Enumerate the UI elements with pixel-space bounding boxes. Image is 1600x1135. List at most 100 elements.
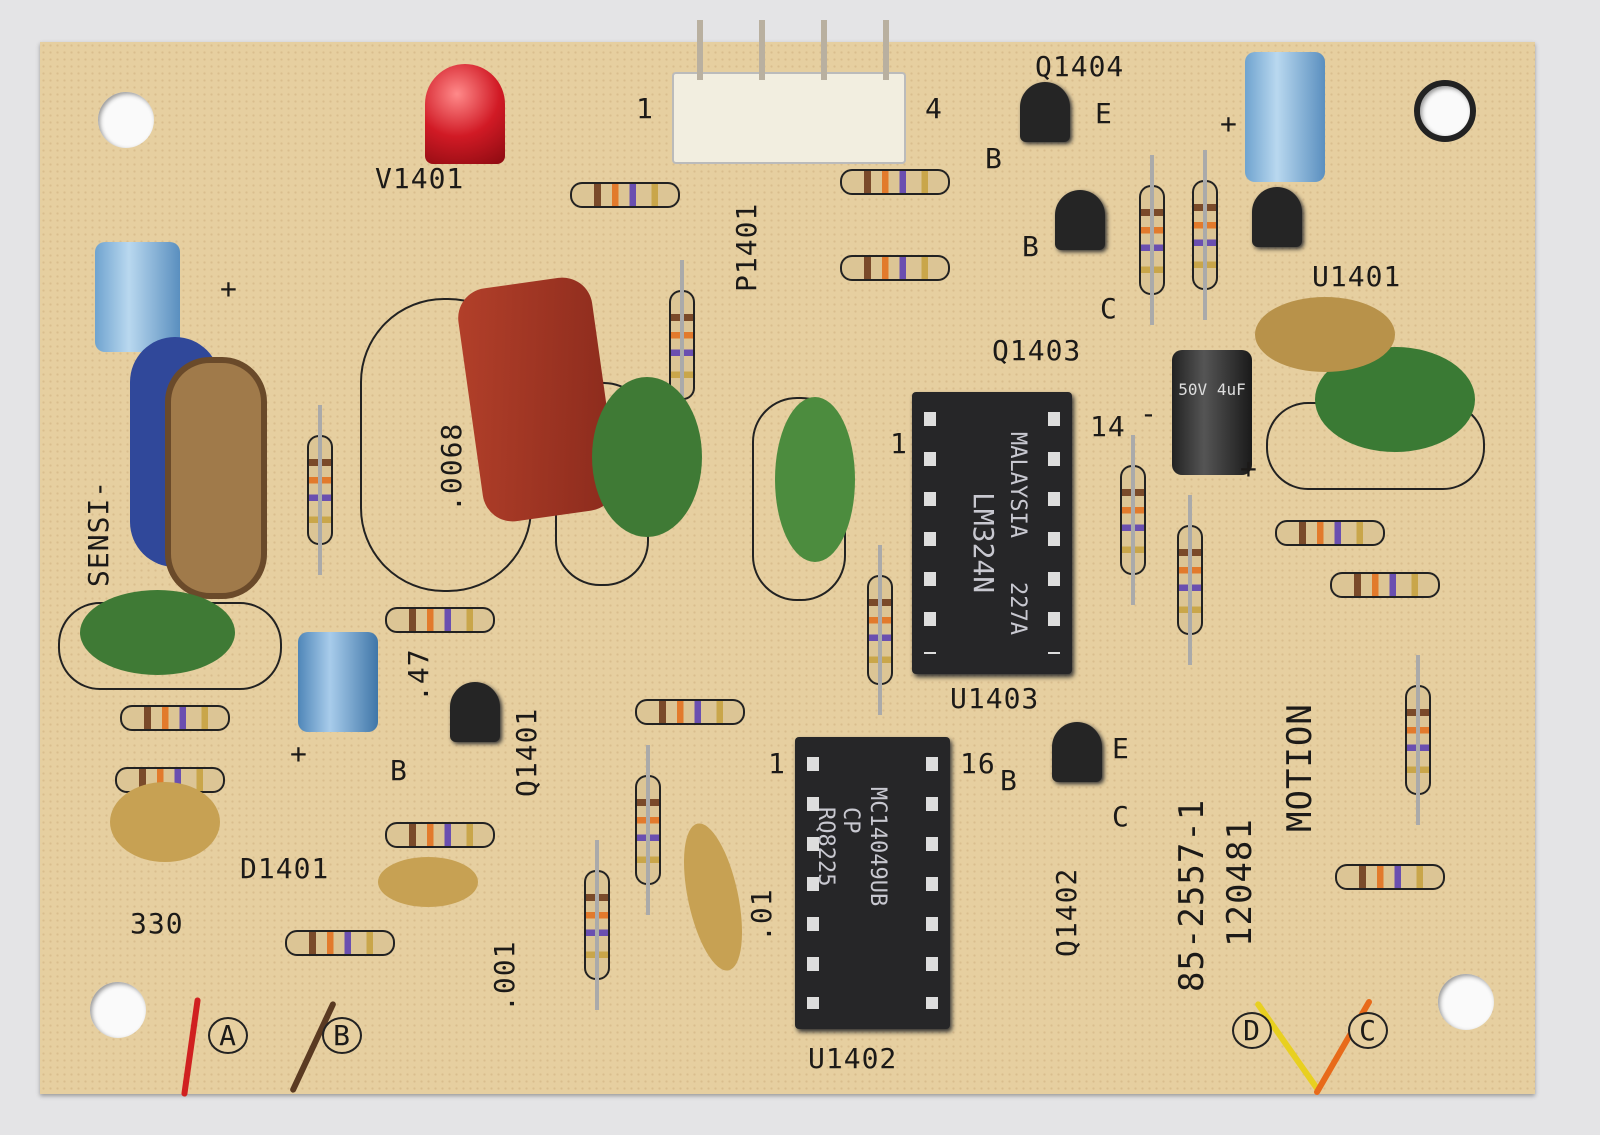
ic-mc14049ub: MC14049UB CP RQ8225: [795, 737, 950, 1029]
resistor: [255, 930, 425, 956]
transistor-q1404: [1020, 82, 1070, 142]
ceramic-capacitor: [80, 590, 235, 675]
resistor: [1245, 520, 1415, 546]
ic-pins: [924, 412, 936, 654]
label-part-number: 85-2557-1: [1172, 798, 1212, 992]
polarity-label: +: [220, 272, 238, 305]
label-q1404: Q1404: [1035, 50, 1125, 83]
resistor: [1139, 185, 1165, 295]
pin-label: 16: [960, 747, 996, 780]
resistor: [355, 607, 525, 633]
electrolytic-capacitor: [298, 632, 378, 732]
label-cap-0068: .0068: [435, 422, 468, 512]
label-motion: MOTION: [1280, 703, 1320, 832]
label-cap-01: .01: [745, 888, 778, 942]
chip-code: 227A: [1005, 582, 1030, 635]
resistor: [307, 435, 333, 545]
polarity-label: -: [1140, 397, 1158, 430]
transistor-q1402: [1052, 722, 1102, 782]
yellow-wire: [1253, 1000, 1323, 1094]
label-u1402: U1402: [808, 1042, 898, 1075]
polarity-label: +: [290, 737, 308, 770]
resistor: [867, 575, 893, 685]
mounting-hole: [1438, 974, 1494, 1030]
ceramic-capacitor: [672, 818, 754, 976]
ceramic-capacitor: [775, 397, 855, 562]
resistor: [669, 290, 695, 400]
label-q1403: Q1403: [992, 334, 1082, 367]
resistor: [1405, 685, 1431, 795]
resistor: [1177, 525, 1203, 635]
pin-c-label: C: [1100, 292, 1118, 325]
resistor: [540, 182, 710, 208]
resistor: [1305, 864, 1475, 890]
terminal-d-label: D: [1232, 1012, 1272, 1049]
resistor: [355, 822, 525, 848]
resistor: [605, 699, 775, 725]
ic-pins: [926, 757, 938, 1009]
label-d1401: D1401: [240, 852, 330, 885]
label-sensitivity: SENSI-: [82, 479, 115, 587]
mounting-hole: [1414, 80, 1476, 142]
ceramic-capacitor: [378, 857, 478, 907]
pin-label: 1: [768, 747, 786, 780]
resistor: [1300, 572, 1470, 598]
resistor: [1192, 180, 1218, 290]
pin-label: 14: [1090, 410, 1126, 443]
resistor: [810, 169, 980, 195]
chip-code: CP RQ8225: [813, 807, 863, 887]
pin-label: 1: [890, 427, 908, 460]
ic-pins: [1048, 412, 1060, 654]
pin-label: 1: [636, 92, 654, 125]
resistor: [635, 775, 661, 885]
pin-b-label: B: [390, 754, 408, 787]
label-q1401: Q1401: [510, 707, 543, 797]
polarity-label: +: [1220, 107, 1238, 140]
electrolytic-capacitor: [95, 242, 180, 352]
terminal-b-label: B: [322, 1017, 362, 1054]
red-led: [425, 64, 505, 164]
label-cap-47: .47: [402, 648, 435, 702]
chip-part: LM324N: [967, 492, 1000, 594]
ic-lm324n: MALAYSIA LM324N 227A: [912, 392, 1072, 674]
mounting-hole: [90, 982, 146, 1038]
resistor: [584, 870, 610, 980]
resistor: [810, 255, 980, 281]
transistor-q1401: [450, 682, 500, 742]
capacitor-rating: 50V 4uF: [1178, 380, 1246, 399]
pin-b-label: B: [1000, 764, 1018, 797]
terminal-a-label: A: [208, 1017, 248, 1054]
connector-pins: [697, 20, 703, 80]
pin-b-label: B: [985, 142, 1003, 175]
red-wire: [181, 997, 201, 1097]
chip-part: MC14049UB: [865, 787, 890, 907]
transistor-u1401: [1252, 187, 1302, 247]
label-date-code: 120481: [1220, 818, 1260, 947]
terminal-c-label: C: [1348, 1012, 1388, 1049]
label-p1401: P1401: [730, 202, 763, 292]
pin-e-label: E: [1095, 97, 1113, 130]
label-u1403: U1403: [950, 682, 1040, 715]
mounting-hole: [98, 92, 154, 148]
connector-p1401: [672, 72, 906, 164]
circuit-board: V1401 1 4 P1401 50V 4uF MALAYSIA LM324N …: [40, 20, 1535, 1097]
pin-c-label: C: [1112, 800, 1130, 833]
ic-pins: [807, 757, 819, 1009]
resistor: [1120, 465, 1146, 575]
resistor: [90, 705, 260, 731]
label-q1402: Q1402: [1050, 867, 1083, 957]
ceramic-capacitor: [592, 377, 702, 537]
ceramic-capacitor: [1255, 297, 1395, 372]
pin-label: 4: [925, 92, 943, 125]
label-u1401: U1401: [1312, 260, 1402, 293]
ceramic-capacitor: [110, 782, 220, 862]
pin-e-label: E: [1112, 732, 1130, 765]
label-v1401: V1401: [375, 162, 465, 195]
potentiometer-knob: [165, 357, 267, 599]
label-cap-001: .001: [488, 940, 521, 1012]
black-electrolytic-capacitor: 50V 4uF: [1172, 350, 1252, 475]
chip-maker: MALAYSIA: [1005, 432, 1030, 538]
electrolytic-capacitor: [1245, 52, 1325, 182]
polarity-label: +: [1240, 452, 1258, 485]
pin-b-label: B: [1022, 230, 1040, 263]
